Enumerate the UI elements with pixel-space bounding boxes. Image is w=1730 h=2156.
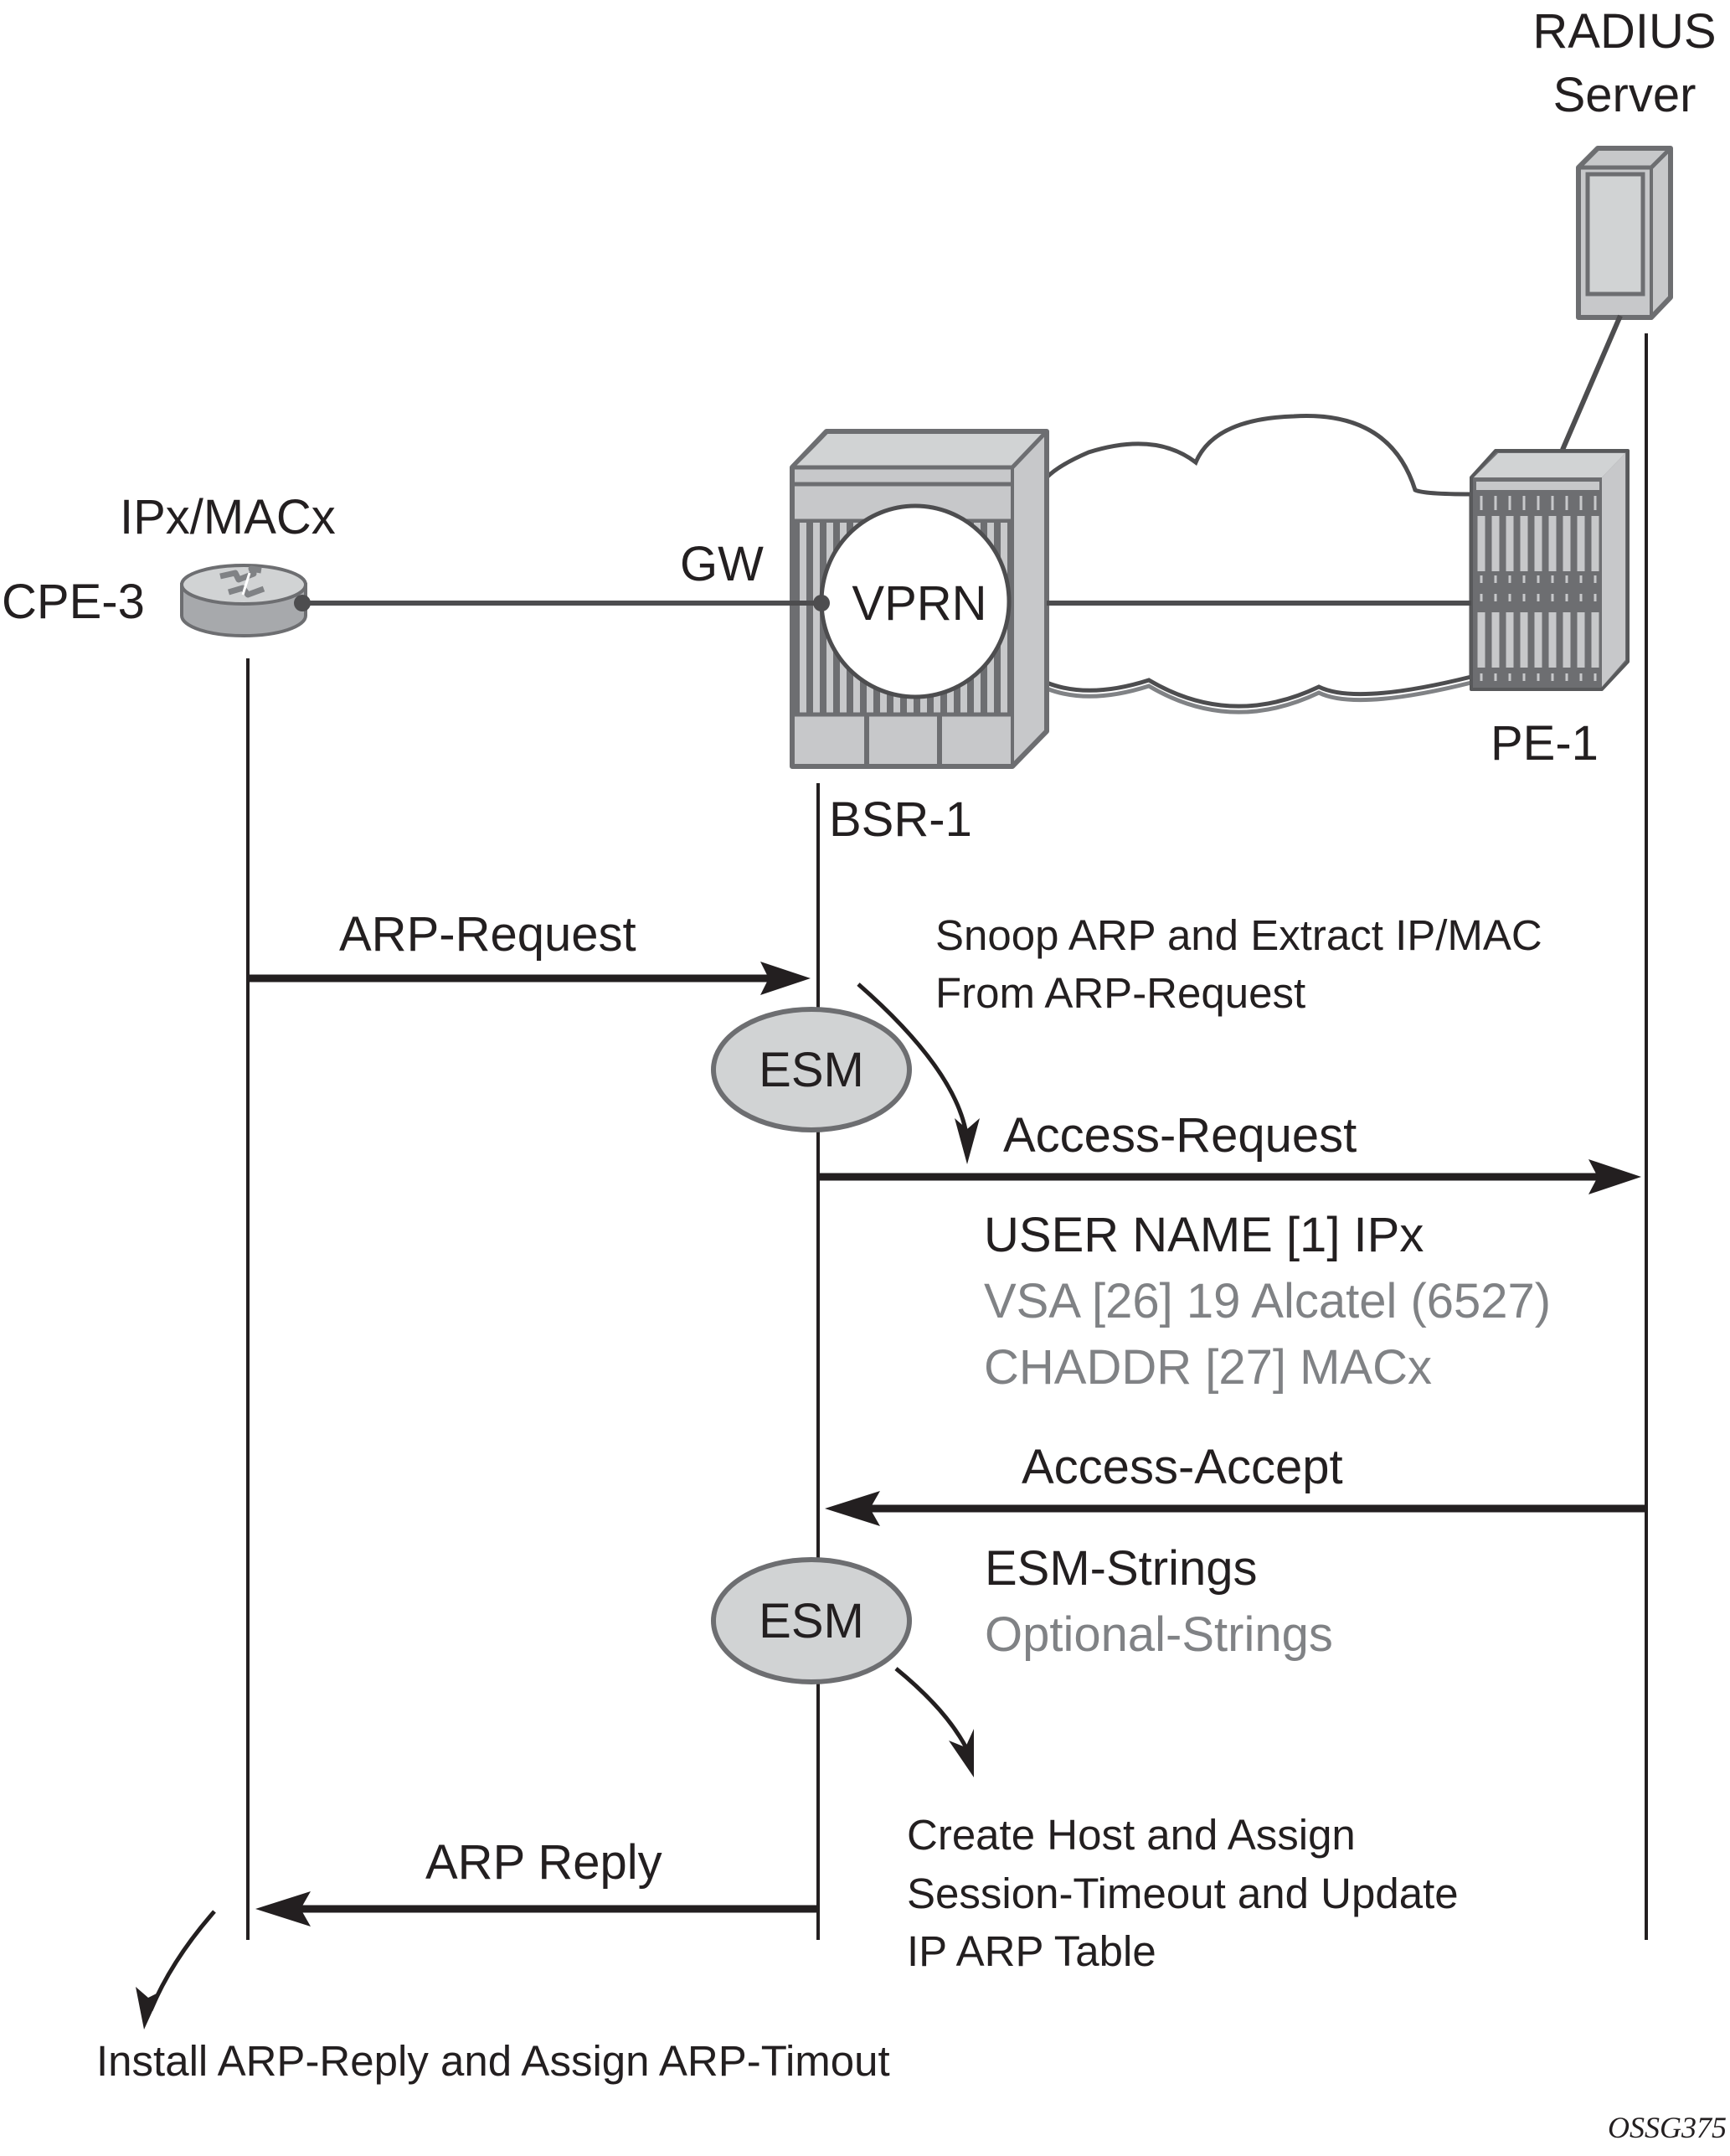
arrowhead-left xyxy=(825,1491,880,1526)
message-access-accept: Access-Accept ESM-Strings Optional-Strin… xyxy=(825,1440,1646,1662)
cpe-3-node: IPx/MACx CPE-3 xyxy=(2,490,336,637)
snoop-note-line1: Snoop ARP and Extract IP/MAC xyxy=(935,911,1542,959)
esm-process-1: ESM xyxy=(711,1007,912,1132)
esm-process-2: ESM xyxy=(711,1557,912,1684)
bsr-1-node: VPRN GW BSR-1 xyxy=(680,429,1049,847)
bsr-1-label: BSR-1 xyxy=(829,792,972,847)
cpe-3-label: CPE-3 xyxy=(2,575,145,629)
arrowhead-right xyxy=(1588,1159,1641,1194)
server-pe-link xyxy=(1560,314,1623,451)
router-icon xyxy=(180,564,307,637)
vprn-label: VPRN xyxy=(852,576,986,631)
cpe-address-label: IPx/MACx xyxy=(120,490,336,544)
access-request-label: Access-Request xyxy=(1003,1108,1357,1163)
message-arp-reply: ARP Reply xyxy=(255,1835,817,1926)
access-accept-attr-esm-strings: ESM-Strings xyxy=(985,1541,1258,1596)
radius-label-line1: RADIUS xyxy=(1532,4,1716,59)
create-host-note-line2: Session-Timeout and Update xyxy=(907,1870,1459,1917)
arp-request-label: ARP-Request xyxy=(339,907,636,962)
pe-1-label: PE-1 xyxy=(1491,716,1599,771)
install-note: Install ARP-Reply and Assign ARP-Timout xyxy=(96,2037,890,2085)
server-icon xyxy=(1576,146,1673,320)
access-accept-label: Access-Accept xyxy=(1022,1440,1343,1494)
create-host-curved-arrow xyxy=(894,1667,974,1777)
cloud-icon xyxy=(1044,414,1474,714)
access-accept-attr-optional-strings: Optional-Strings xyxy=(985,1607,1333,1662)
esm-label: ESM xyxy=(759,1043,864,1097)
arrowhead-left xyxy=(255,1891,311,1926)
create-host-note-line3: IP ARP Table xyxy=(907,1927,1156,1975)
access-request-attr-user-name: USER NAME [1] IPx xyxy=(984,1208,1424,1262)
snoop-note-line2: From ARP-Request xyxy=(935,969,1305,1017)
access-request-attr-vsa: VSA [26] 19 Alcatel (6527) xyxy=(984,1274,1551,1328)
chassis-icon xyxy=(1470,449,1630,691)
message-access-request: Access-Request USER NAME [1] IPx VSA [26… xyxy=(818,1108,1641,1395)
radius-label-line2: Server xyxy=(1553,68,1697,122)
esm-label: ESM xyxy=(759,1594,864,1648)
figure-id: OSSG375 xyxy=(1608,2111,1727,2144)
radius-server-node: RADIUS Server xyxy=(1532,4,1717,451)
message-arp-request: ARP-Request xyxy=(250,907,811,995)
arp-reply-label: ARP Reply xyxy=(425,1835,662,1890)
gw-interface-dot xyxy=(813,595,830,611)
create-host-note-line1: Create Host and Assign xyxy=(907,1811,1356,1859)
pe-1-node: PE-1 xyxy=(1470,449,1630,771)
access-request-attr-chaddr: CHADDR [27] MACx xyxy=(984,1340,1432,1395)
gw-label: GW xyxy=(680,537,764,591)
install-curved-arrow xyxy=(136,1910,216,2030)
snoop-curved-arrow xyxy=(857,983,980,1164)
arrowhead-right xyxy=(760,962,811,995)
cpe-interface-dot xyxy=(294,595,311,611)
